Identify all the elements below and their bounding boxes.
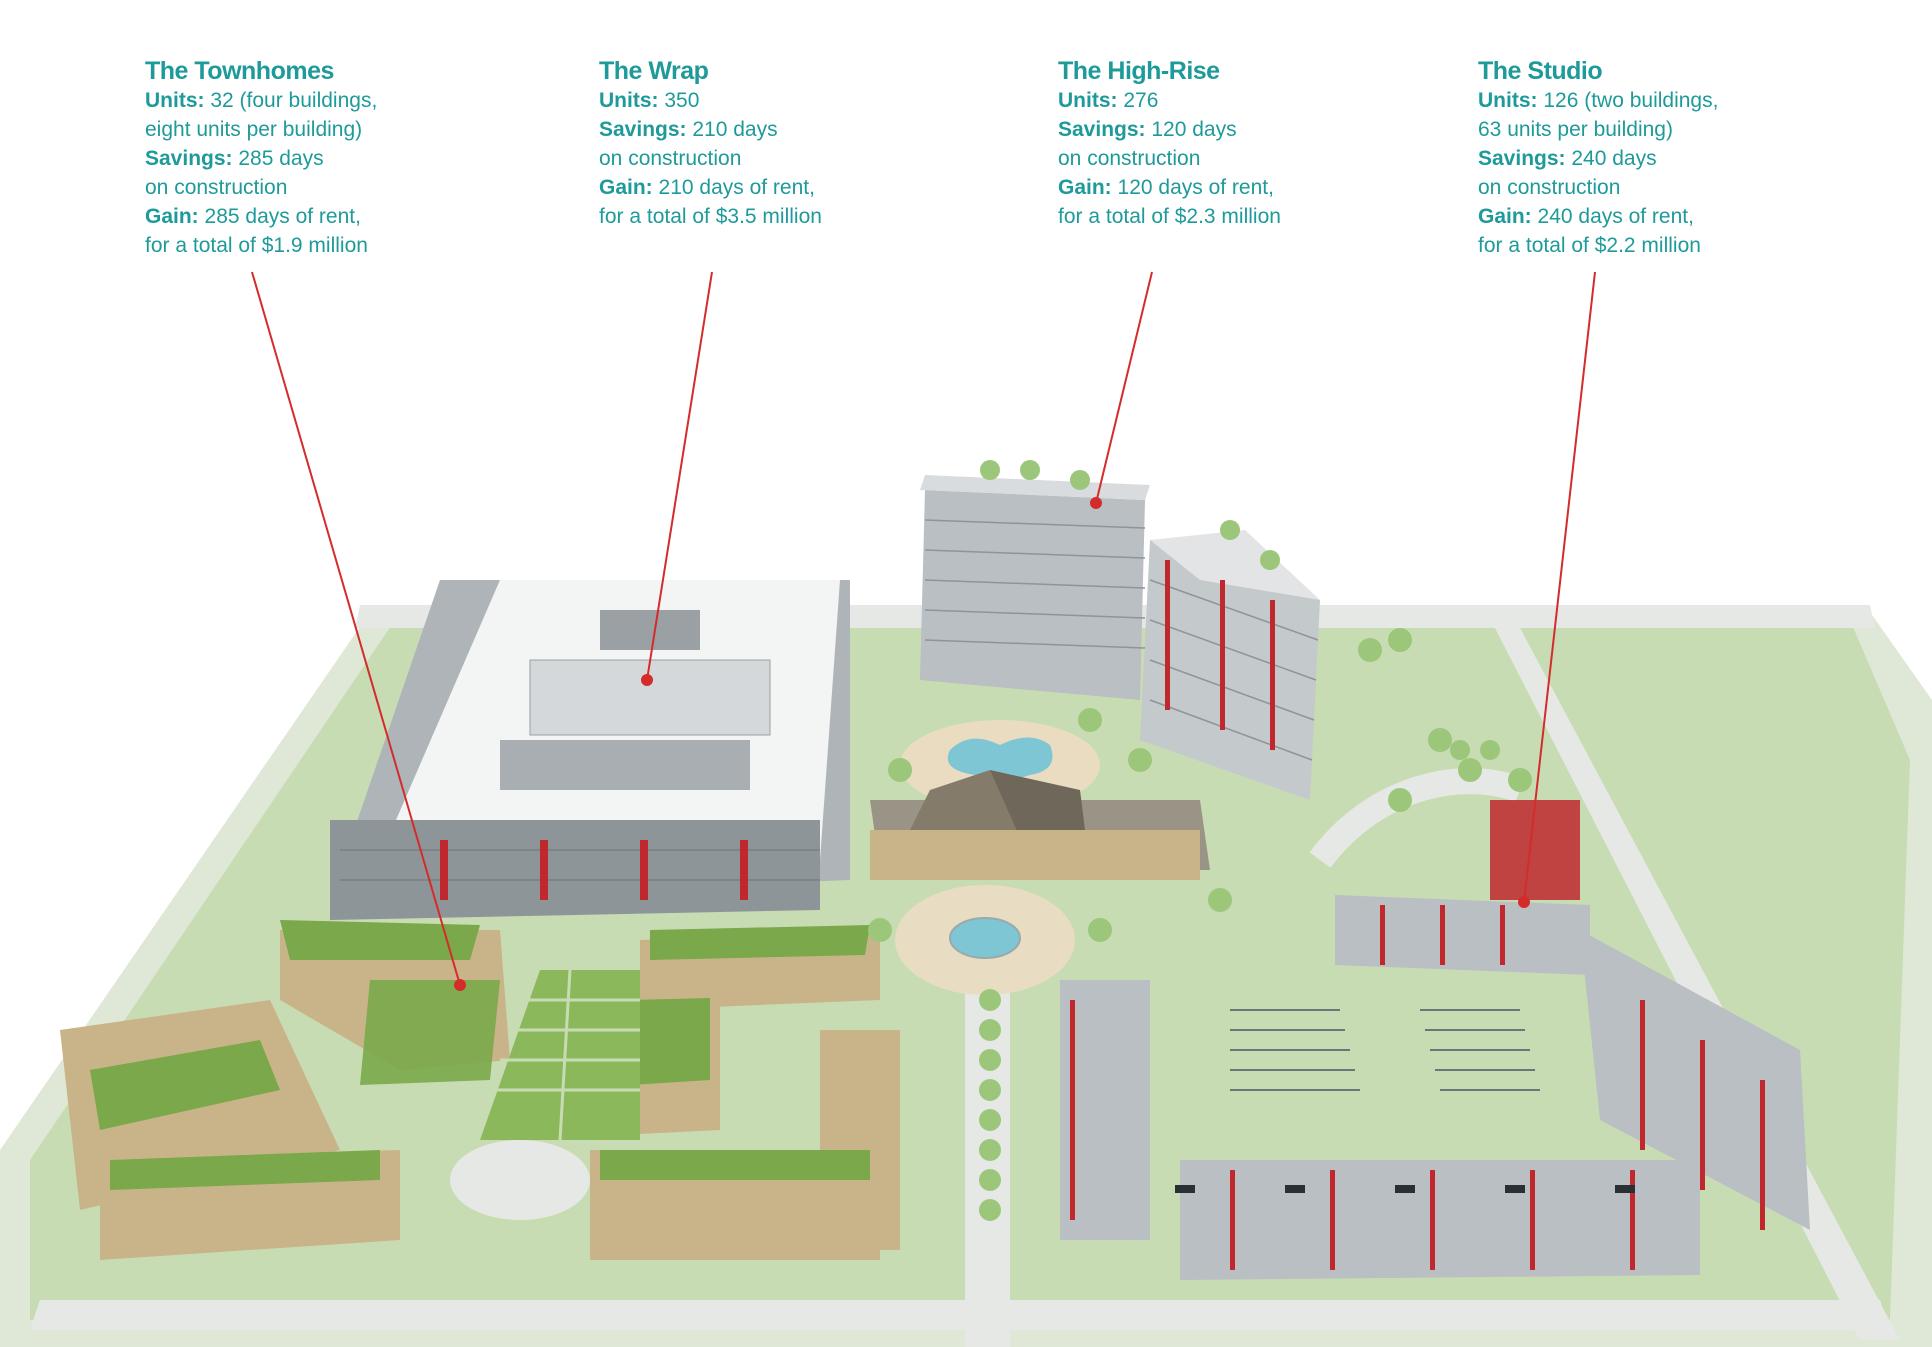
leader-dot-townhomes — [454, 979, 466, 991]
callout-highrise: The High-Rise Units: 276 Savings: 120 da… — [1058, 56, 1281, 231]
clubhouse — [870, 770, 1210, 880]
savings-label: Savings: — [145, 147, 233, 170]
savings-label: Savings: — [1478, 147, 1566, 170]
units-value: 32 (four buildings, — [210, 89, 378, 112]
leader-line-studio — [1523, 271, 1596, 903]
units-value: 126 (two buildings, — [1543, 89, 1719, 112]
units-label: Units: — [1478, 89, 1538, 112]
callout-title: The Studio — [1478, 57, 1603, 85]
gain-label: Gain: — [599, 176, 653, 199]
pool — [947, 737, 1053, 780]
callout-townhomes: The Townhomes Units: 32 (four buildings,… — [145, 56, 377, 260]
leader-line-highrise — [1095, 271, 1153, 504]
savings-continued: on construction — [145, 176, 288, 199]
savings-value: 285 days — [238, 147, 324, 170]
leader-line-townhomes — [251, 271, 461, 986]
leader-line-wrap — [646, 271, 713, 681]
community-garden — [480, 969, 640, 1141]
fountain — [949, 917, 1021, 959]
units-value: 276 — [1123, 89, 1159, 112]
savings-continued: on construction — [1058, 147, 1201, 170]
units-label: Units: — [599, 89, 659, 112]
trees — [868, 460, 1532, 1221]
callout-title: The High-Rise — [1058, 57, 1220, 85]
townhome-loop-road — [450, 1140, 590, 1220]
gain-label: Gain: — [145, 205, 199, 228]
callout-studio: The Studio Units: 126 (two buildings, 63… — [1478, 56, 1718, 260]
gain-continued: for a total of $2.3 million — [1058, 205, 1281, 228]
townhomes — [60, 920, 900, 1260]
highrise-towers — [920, 475, 1320, 800]
road-curve-east — [1309, 768, 1525, 868]
gain-continued: for a total of $2.2 million — [1478, 234, 1701, 257]
studio-parking — [1230, 1009, 1540, 1091]
road-south — [30, 1300, 1890, 1330]
gain-value: 240 days of rent, — [1537, 205, 1694, 228]
savings-continued: on construction — [599, 147, 742, 170]
leader-dot-studio — [1518, 896, 1530, 908]
wrap-building — [330, 580, 850, 920]
savings-value: 240 days — [1571, 147, 1657, 170]
units-label: Units: — [145, 89, 205, 112]
gain-value: 285 days of rent, — [204, 205, 361, 228]
studio-buildings — [1060, 800, 1810, 1280]
units-continued: 63 units per building) — [1478, 118, 1673, 141]
gain-label: Gain: — [1058, 176, 1112, 199]
callout-title: The Townhomes — [145, 57, 334, 85]
savings-label: Savings: — [599, 118, 687, 141]
gain-continued: for a total of $1.9 million — [145, 234, 368, 257]
units-value: 350 — [664, 89, 700, 112]
gain-value: 120 days of rent, — [1117, 176, 1274, 199]
callout-title: The Wrap — [599, 57, 709, 85]
savings-label: Savings: — [1058, 118, 1146, 141]
savings-continued: on construction — [1478, 176, 1621, 199]
callout-wrap: The Wrap Units: 350 Savings: 210 days on… — [599, 56, 822, 231]
units-label: Units: — [1058, 89, 1118, 112]
gain-label: Gain: — [1478, 205, 1532, 228]
gain-continued: for a total of $3.5 million — [599, 205, 822, 228]
leader-dot-highrise — [1090, 497, 1102, 509]
savings-value: 120 days — [1151, 118, 1237, 141]
units-continued: eight units per building) — [145, 118, 363, 141]
leader-lines — [251, 271, 1596, 991]
leader-dot-wrap — [641, 674, 653, 686]
gain-value: 210 days of rent, — [658, 176, 815, 199]
savings-value: 210 days — [692, 118, 778, 141]
